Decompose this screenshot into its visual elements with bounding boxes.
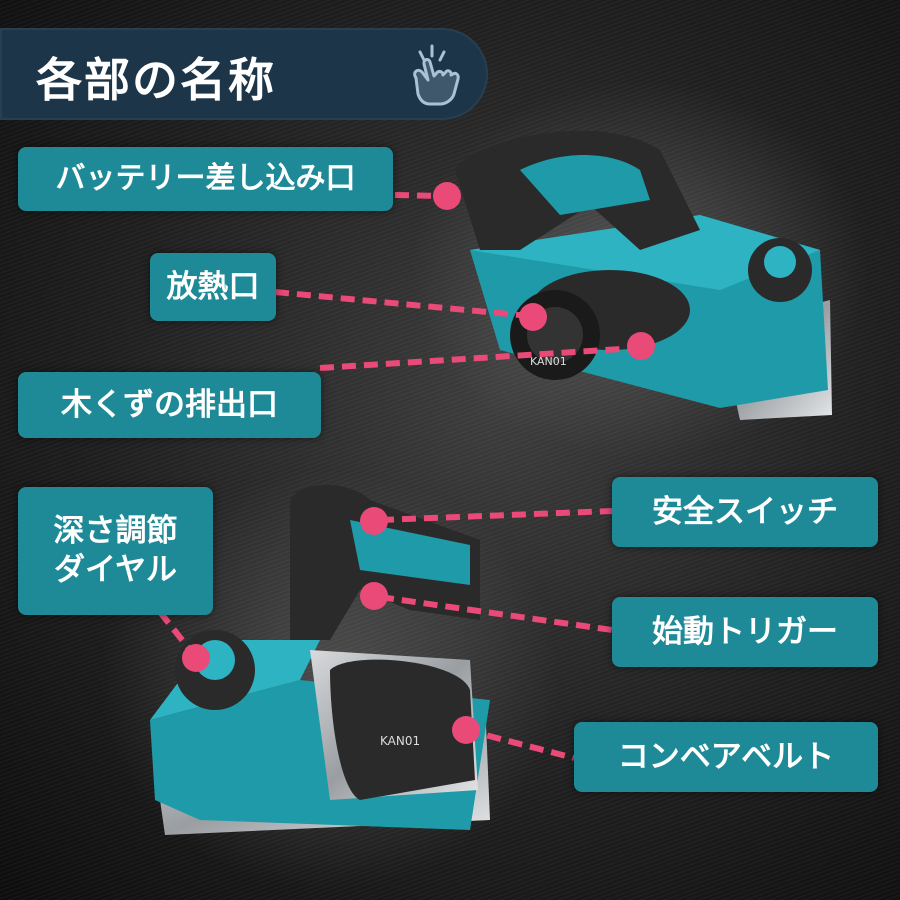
- label-belt-text: コンベアベルト: [617, 738, 835, 775]
- label-depth-dial: 深さ調節 ダイヤル: [18, 487, 213, 615]
- page-title: 各部の名称: [36, 53, 276, 107]
- dot-trigger: [360, 582, 388, 610]
- label-chip-outlet: 木くずの排出口: [18, 372, 321, 438]
- label-battery-slot-text: バッテリー差し込み口: [55, 161, 356, 197]
- label-chip-outlet-text: 木くずの排出口: [61, 386, 278, 423]
- tap-hand-icon: [413, 44, 460, 106]
- label-depth-dial-text: 深さ調節 ダイヤル: [53, 513, 178, 588]
- model-mark-top: KAN01: [530, 355, 567, 368]
- label-safety-switch-text: 安全スイッチ: [652, 493, 838, 530]
- callout-dots: [182, 182, 655, 744]
- label-vent-text: 放熱口: [166, 268, 260, 305]
- leader-chip-outlet: [319, 345, 639, 371]
- dot-depth-dial: [182, 644, 210, 672]
- leader-belt: [465, 727, 575, 761]
- leader-battery-slot: [394, 192, 446, 199]
- label-vent: 放熱口: [150, 253, 276, 321]
- leader-safety-switch: [379, 508, 613, 523]
- dot-safety-switch: [360, 507, 388, 535]
- dot-belt: [452, 716, 480, 744]
- label-trigger: 始動トリガー: [612, 597, 878, 667]
- leader-trigger: [379, 594, 613, 633]
- leader-depth-dial: [157, 610, 193, 652]
- leader-lines: [157, 192, 639, 761]
- planer-bottom-image: KAN01: [100, 470, 560, 890]
- title-banner: 各部の名称: [0, 28, 488, 120]
- label-battery-slot: バッテリー差し込み口: [18, 147, 393, 211]
- dot-vent: [519, 303, 547, 331]
- dot-chip-outlet: [627, 332, 655, 360]
- label-trigger-text: 始動トリガー: [652, 613, 838, 650]
- planer-top-image: KAN01: [410, 80, 870, 460]
- label-belt: コンベアベルト: [574, 722, 878, 792]
- label-safety-switch: 安全スイッチ: [612, 477, 878, 547]
- model-mark-bottom: KAN01: [380, 734, 420, 748]
- dot-battery-slot: [433, 182, 461, 210]
